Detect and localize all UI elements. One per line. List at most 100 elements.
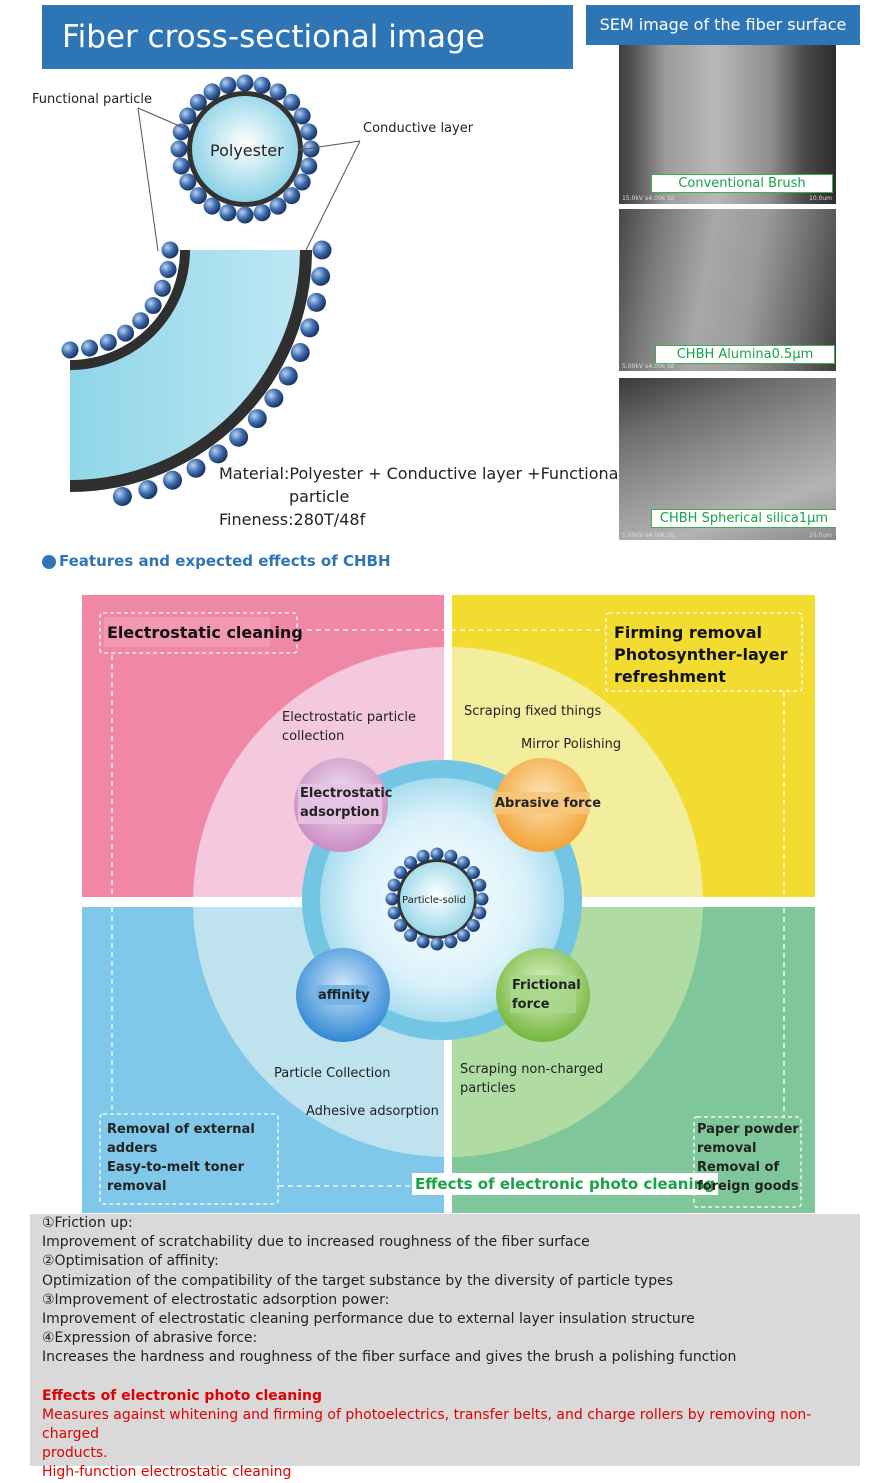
- functional-particle-bead: [162, 470, 182, 490]
- functional-particle-bead: [456, 856, 470, 870]
- functional-particle-bead: [236, 206, 254, 224]
- abrasive-force-label: Abrasive force: [495, 796, 602, 811]
- functional-particle-bead: [132, 312, 150, 330]
- functional-particle-bead: [172, 123, 190, 141]
- functional-particle-bead: [300, 318, 320, 338]
- functional-particle-bead: [300, 157, 318, 175]
- functional-particle-bead: [269, 83, 287, 101]
- functional-particle-bead: [172, 157, 190, 175]
- mirror-polishing-label: Mirror Polishing: [521, 737, 622, 752]
- sem-image-conventional: Conventional Brush 15.0kV x4.00k SE 10.0…: [619, 45, 836, 204]
- functional-particle-bead: [444, 849, 458, 863]
- functional-particle-bead: [302, 140, 320, 158]
- effects-line: Measures against whitening and firming o…: [42, 1406, 812, 1443]
- small-fiber-cross-section: [170, 74, 320, 224]
- sem-footer: 5.00kV x4.00k SE: [622, 532, 675, 539]
- functional-particle-bead: [61, 341, 79, 359]
- page-title: Fiber cross-sectional image: [42, 5, 573, 69]
- paper-powder-label: Paper powder removal Removal of foreign …: [697, 1122, 799, 1194]
- material-spec: Material:Polyester + Conductive layer +F…: [219, 462, 623, 531]
- functional-particle-bead: [283, 93, 301, 111]
- conductive-layer-band-inner: [70, 250, 190, 370]
- electrostatic-particle-collection-label: Electrostatic particle collection: [282, 710, 416, 744]
- effects-line: High-function electrostatic cleaning: [42, 1464, 292, 1481]
- affinity-label: affinity: [318, 988, 370, 1003]
- material-line-1: Material:Polyester + Conductive layer +F…: [219, 464, 623, 483]
- firming-removal-label: Firming removal Photosynther-layer refre…: [614, 623, 788, 686]
- functional-particle-bead: [312, 240, 332, 260]
- functional-particle-label: Functional particle: [32, 92, 153, 107]
- functional-particle-bead: [456, 928, 470, 942]
- functional-particle-bead: [247, 409, 267, 429]
- functional-particle-bead: [404, 928, 418, 942]
- sem-image-silica: CHBH Spherical silica1μm 5.00kV x4.00k S…: [619, 378, 836, 540]
- note-line: Improvement of scratchability due to inc…: [42, 1234, 590, 1251]
- sem-label-alumina: CHBH Alumina0.5μm: [655, 345, 835, 364]
- chbh-effects-diagram: [82, 595, 815, 1213]
- functional-particle-bead: [179, 107, 197, 125]
- material-line-2: particle: [289, 487, 350, 506]
- functional-particle-bead: [144, 297, 162, 315]
- note-line: ①Friction up:: [42, 1215, 133, 1231]
- functional-particle-bead: [138, 480, 158, 500]
- functional-particle-bead: [290, 342, 310, 362]
- functional-particle-bead: [229, 427, 249, 447]
- functional-particle-bead: [99, 333, 117, 351]
- functional-particle-bead: [269, 197, 287, 215]
- functional-particle-bead: [430, 937, 444, 951]
- functional-particle-bead: [387, 906, 401, 920]
- polyester-label: Polyester: [210, 141, 284, 160]
- functional-particle-bead: [253, 76, 271, 94]
- functional-particle-bead: [186, 458, 206, 478]
- effects-title: Effects of electronic photo cleaning: [42, 1387, 323, 1404]
- sem-label-conventional: Conventional Brush: [651, 174, 833, 193]
- sem-scale: 10.0um: [809, 532, 833, 539]
- functional-particle-bead: [385, 892, 399, 906]
- sem-scale: 10.0um: [809, 195, 833, 202]
- fiber-cross-section-diagram: [61, 74, 361, 506]
- functional-particle-bead: [394, 866, 408, 880]
- particle-collection-label: Particle Collection: [274, 1066, 391, 1081]
- functional-particle-bead: [264, 388, 284, 408]
- functional-particle-bead: [203, 197, 221, 215]
- functional-particle-bead: [466, 866, 480, 880]
- conductive-layer-label: Conductive layer: [363, 121, 474, 136]
- particle-solid-icon: [385, 847, 489, 951]
- functional-particle-bead: [253, 204, 271, 222]
- note-line: Improvement of electrostatic cleaning pe…: [42, 1311, 695, 1328]
- functional-particle-bead: [189, 93, 207, 111]
- functional-particle-bead: [394, 918, 408, 932]
- functional-particle-bead: [236, 74, 254, 92]
- dashed-connectors: [111, 629, 785, 1187]
- functional-particle-bead: [404, 856, 418, 870]
- functional-particle-bead: [189, 187, 207, 205]
- functional-particle-bead: [300, 123, 318, 141]
- functional-particle-bead: [203, 83, 221, 101]
- functional-particle-bead: [311, 266, 331, 286]
- functional-particle-bead: [430, 847, 444, 861]
- functional-particle-bead: [475, 892, 489, 906]
- leader-lines: [137, 107, 361, 252]
- functional-particle-bead: [179, 173, 197, 191]
- frictional-force-label: Frictional force: [512, 978, 581, 1012]
- sem-label-silica: CHBH Spherical silica1μm: [651, 509, 836, 528]
- functional-particle-bead: [117, 324, 135, 342]
- note-line: Optimization of the compatibility of the…: [42, 1272, 673, 1289]
- sem-footer: 15.0kV x4.00k SE: [622, 195, 675, 202]
- scraping-fixed-label: Scraping fixed things: [464, 704, 602, 719]
- functional-particle-bead: [219, 76, 237, 94]
- sem-section-title: SEM image of the fiber surface: [586, 5, 860, 45]
- functional-particle-bead: [416, 935, 430, 949]
- functional-particle-bead: [444, 935, 458, 949]
- sem-footer: 5.00kV x4.00k SE: [622, 363, 675, 370]
- adhesive-adsorption-label: Adhesive adsorption: [306, 1104, 439, 1119]
- enlarged-fiber-section: [61, 240, 332, 506]
- functional-particle-bead: [387, 878, 401, 892]
- note-line: Increases the hardness and roughness of …: [42, 1349, 737, 1366]
- note-line: ③Improvement of electrostatic adsorption…: [42, 1291, 390, 1308]
- functional-particle-bead: [416, 849, 430, 863]
- sem-image-alumina: CHBH Alumina0.5μm 5.00kV x4.00k SE: [619, 209, 836, 371]
- effects-label: Effects of electronic photo cleaning: [412, 1173, 719, 1195]
- electrostatic-cleaning-label: Electrostatic cleaning: [107, 623, 303, 642]
- scraping-non-charged-label: Scraping non-charged particles: [460, 1062, 604, 1096]
